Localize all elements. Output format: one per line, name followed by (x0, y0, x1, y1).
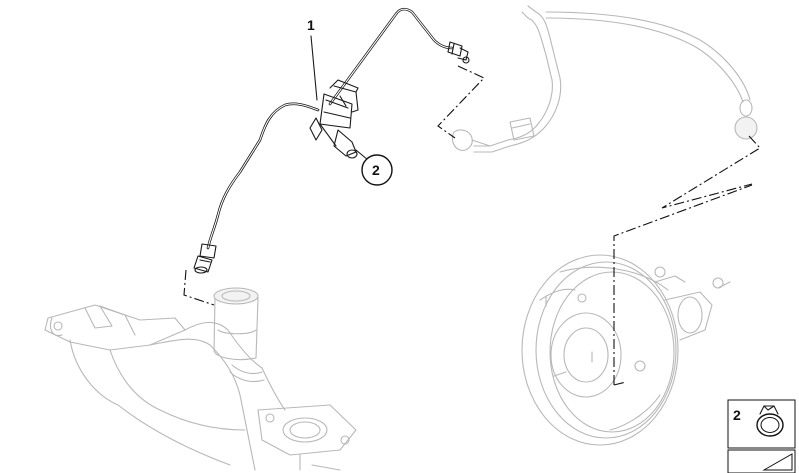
vacuum-hose (193, 7, 470, 274)
callout-2-circle (361, 154, 393, 186)
legend-footer-box (727, 449, 796, 473)
brake-booster-ghost (521, 254, 731, 446)
callout-part-1[interactable]: 1 (307, 17, 318, 101)
check-valve (309, 79, 359, 159)
callout-part-2[interactable]: 2 (355, 149, 393, 186)
leader-lines (183, 65, 761, 386)
legend-item-2[interactable]: 2 (727, 399, 796, 473)
callout-2-label: 2 (372, 162, 380, 178)
vacuum-pipe-ghost (451, 5, 758, 153)
intake-manifold-ghost (44, 287, 357, 471)
hose-clamp-icon (756, 405, 784, 437)
callout-1-label: 1 (307, 17, 315, 33)
legend-item-number: 2 (733, 407, 741, 423)
legend-footer-wedge (762, 453, 793, 471)
